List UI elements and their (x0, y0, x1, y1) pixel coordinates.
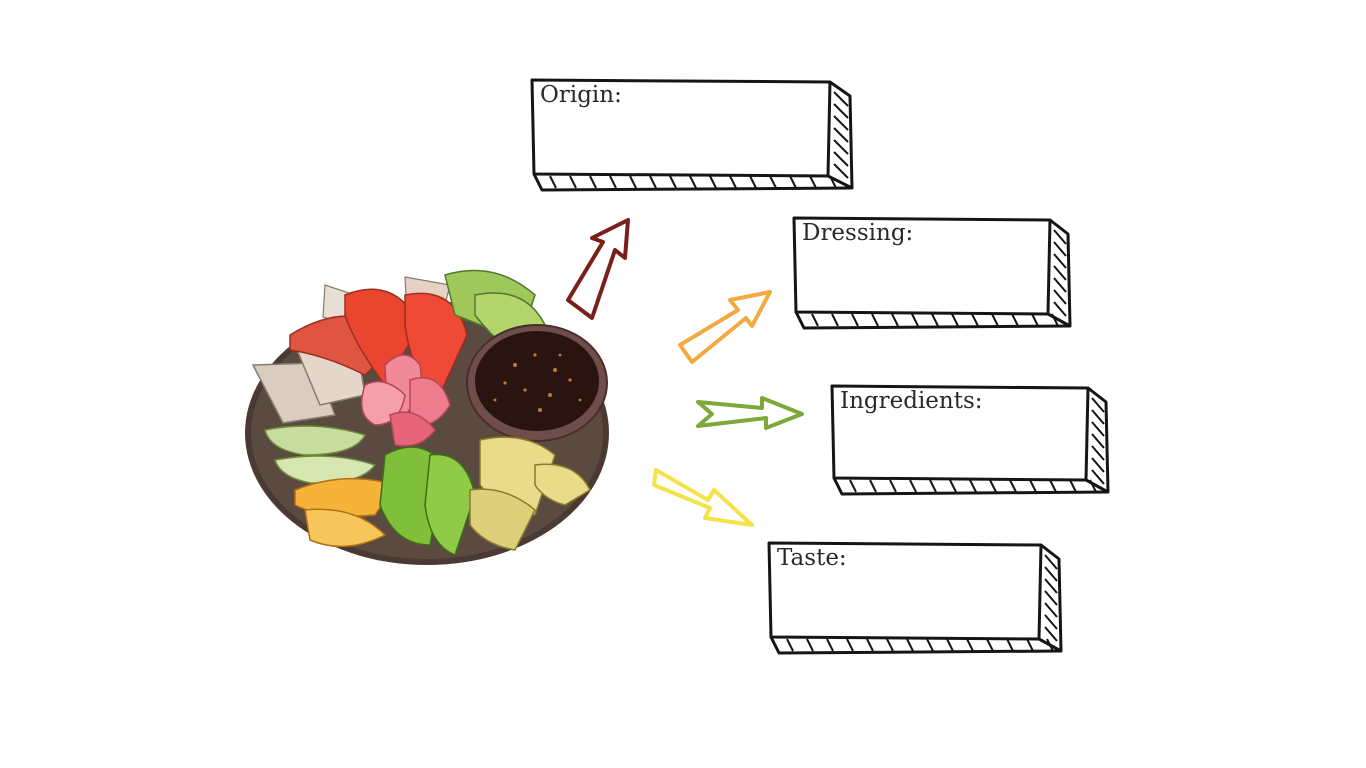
ingredients-label: Ingredients: (840, 388, 983, 414)
dressing-box: Dressing: (792, 216, 1072, 334)
origin-answer-field[interactable] (540, 116, 820, 168)
taste-label: Taste: (777, 545, 847, 571)
taste-box: Taste: (767, 541, 1063, 659)
origin-box-frame (530, 78, 854, 192)
taste-answer-field[interactable] (777, 579, 1029, 631)
origin-label: Origin: (540, 82, 622, 108)
ingredients-box-frame (830, 384, 1110, 496)
salad-plate-illustration (245, 269, 609, 565)
ingredients-answer-field[interactable] (840, 422, 1076, 472)
dressing-label: Dressing: (802, 220, 914, 246)
taste-box-frame (767, 541, 1063, 655)
dressing-answer-field[interactable] (802, 254, 1038, 306)
origin-box: Origin: (530, 78, 854, 196)
dressing-box-frame (792, 216, 1072, 330)
ingredients-box: Ingredients: (830, 384, 1110, 500)
